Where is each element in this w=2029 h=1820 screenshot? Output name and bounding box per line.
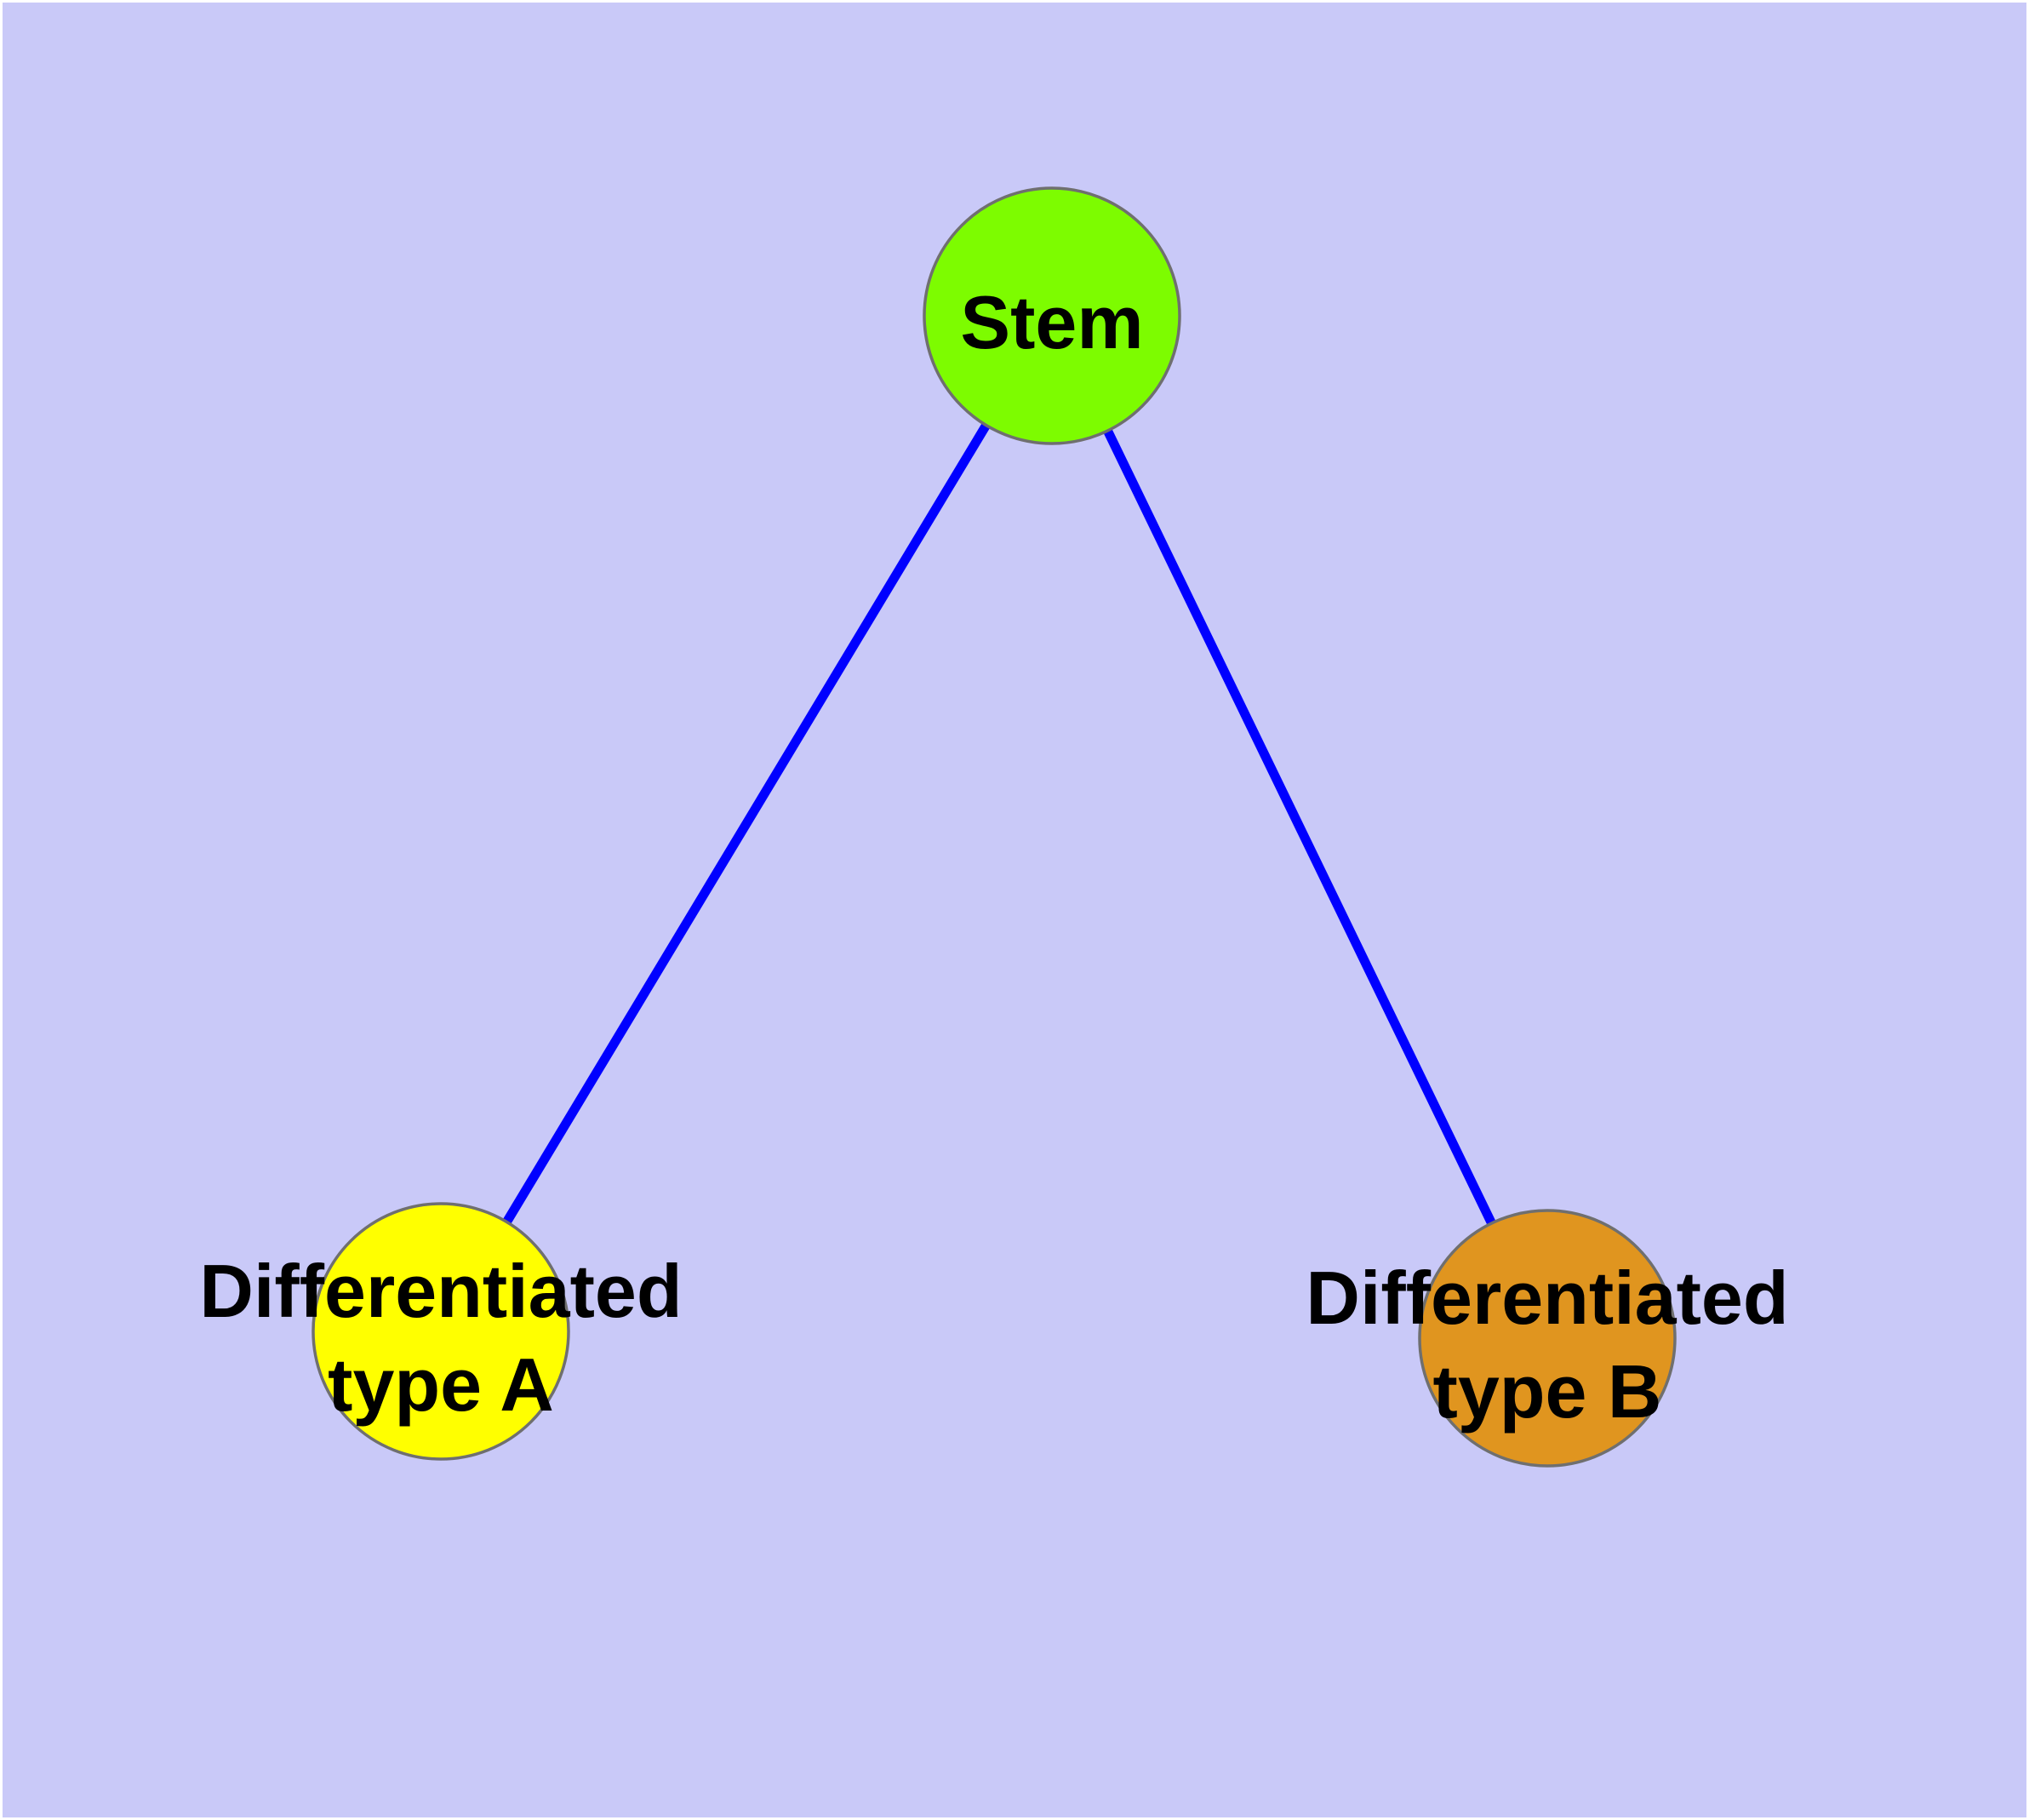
node-label-differentiated-type-b-line-1: Differentiated: [1306, 1256, 1788, 1340]
edge-stem-to-differentiated-type-a: [437, 313, 1056, 1334]
node-label-differentiated-type-a-line-2: type A: [328, 1342, 554, 1427]
node-label-differentiated-type-a: Differentiated type A: [199, 1249, 682, 1427]
edge-layer: [437, 313, 1552, 1341]
node-differentiated-type-a: [311, 1202, 570, 1461]
node-stem: [923, 186, 1181, 445]
node-label-differentiated-type-a-line-1: Differentiated: [199, 1249, 682, 1333]
node-differentiated-type-b: [1418, 1209, 1677, 1468]
node-label-stem: Stem: [960, 280, 1143, 364]
edge-stem-to-differentiated-type-b: [1048, 313, 1552, 1341]
node-label-differentiated-type-b-line-2: type B: [1433, 1349, 1662, 1434]
node-label-differentiated-type-b: Differentiated type B: [1306, 1256, 1788, 1434]
node-label-stem-line-1: Stem: [960, 280, 1143, 364]
